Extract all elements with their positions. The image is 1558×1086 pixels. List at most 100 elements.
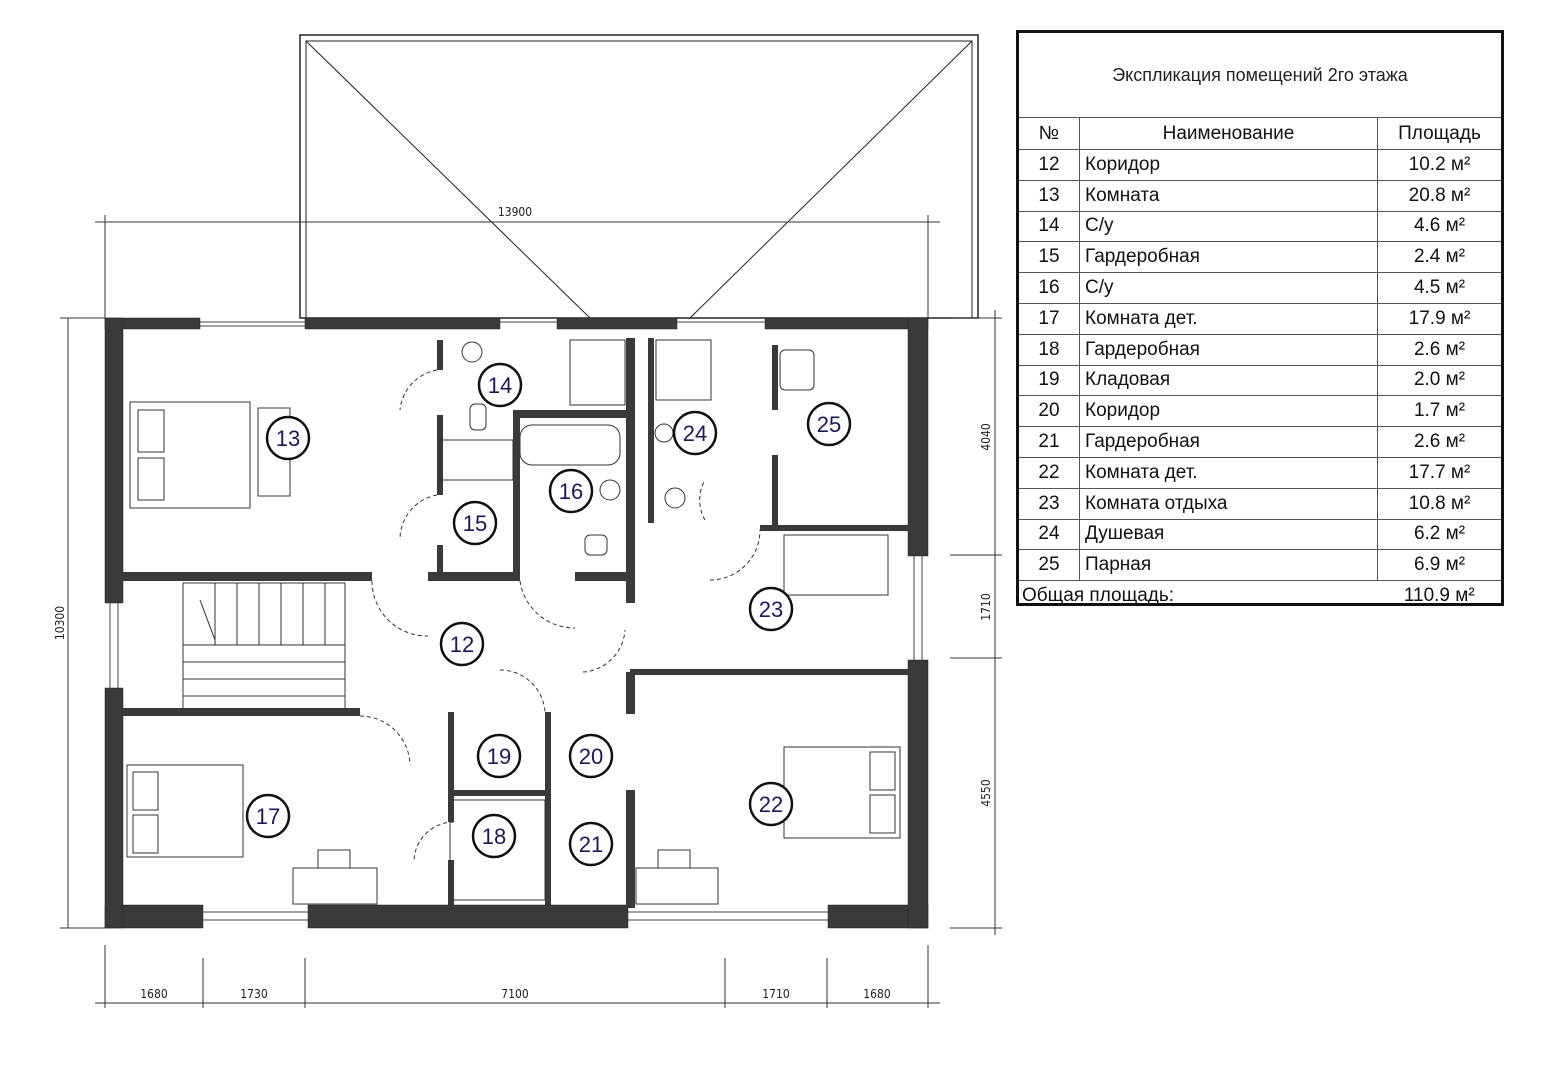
room-tag-number: 13 [276,426,300,451]
room-tag-number: 23 [759,597,783,622]
room-number: 15 [1019,241,1080,274]
room-tag-circle [548,468,594,514]
room-tag-number: 12 [450,632,474,657]
room-tag-14: 14 [477,362,523,408]
room-tag-circle [439,621,485,667]
table-header-row: № Наименование Площадь [1019,118,1501,150]
room-number: 22 [1019,457,1080,489]
header-no: № [1019,118,1080,150]
room-area: 4.5 м² [1377,272,1501,304]
room-area: 10.8 м² [1377,488,1501,520]
room-tag-25: 25 [806,401,852,447]
room-tag-13: 13 [265,415,311,461]
room-area: 2.6 м² [1377,334,1501,366]
interior-walls [120,338,910,908]
room-area: 10.2 м² [1377,149,1501,181]
room-explication-table: Экспликация помещений 2го этажа № Наимен… [1016,30,1504,606]
bed-icon [126,764,244,858]
room-tag-23: 23 [748,586,794,632]
room-number: 23 [1019,488,1080,520]
room-tag-18: 18 [471,813,517,859]
room-tag-circle [477,362,523,408]
room-tag-number: 18 [482,824,506,849]
dim-right-2: 1710 [979,593,993,621]
room-tag-number: 22 [759,792,783,817]
room-tag-number: 21 [579,832,603,857]
room-tag-circle [568,821,614,867]
room-area: 2.4 м² [1377,241,1501,274]
dim-right-3: 4550 [979,779,993,807]
room-tag-circle [452,500,498,546]
windows [109,321,923,921]
table-title: Экспликация помещений 2го этажа [1019,33,1501,118]
dim-bottom-4: 1710 [762,987,790,1001]
room-name: Парная [1079,549,1378,582]
room-number: 19 [1019,365,1080,397]
room-area: 6.2 м² [1377,519,1501,551]
room-number: 14 [1019,211,1080,243]
room-tag-15: 15 [452,500,498,546]
room-tag-circle [265,415,311,461]
room-area: 17.7 м² [1377,457,1501,489]
room-tag-12: 12 [439,621,485,667]
room-tag-21: 21 [568,821,614,867]
room-number: 16 [1019,272,1080,304]
room-area: 4.6 м² [1377,211,1501,243]
dim-right-1: 4040 [979,423,993,451]
exterior-walls [104,317,929,929]
room-tag-circle [245,793,291,839]
room-name: Комната дет. [1079,457,1378,489]
room-area: 17.9 м² [1377,303,1501,335]
room-tag-circle [672,410,718,456]
room-name: Комната [1079,180,1378,212]
room-tag-circle [471,813,517,859]
room-tag-number: 17 [256,804,280,829]
room-tag-22: 22 [748,781,794,827]
header-area: Площадь [1377,118,1501,150]
room-tag-number: 19 [487,744,511,769]
room-area: 2.6 м² [1377,426,1501,458]
total-label: Общая площадь: [1022,585,1175,607]
room-name: Кладовая [1079,365,1378,397]
room-name: С/у [1079,211,1378,243]
room-number: 13 [1019,180,1080,212]
door-swings [359,369,761,863]
room-name: С/у [1079,272,1378,304]
room-tag-number: 14 [488,373,512,398]
bed-icon [783,746,901,839]
room-tag-number: 20 [579,744,603,769]
room-tag-circle [476,733,522,779]
dim-bottom-1: 1680 [140,987,168,1001]
room-name: Комната отдыха [1079,488,1378,520]
room-name: Гардеробная [1079,426,1378,458]
room-tag-19: 19 [476,733,522,779]
room-tag-16: 16 [548,468,594,514]
bed-icon [129,401,251,509]
room-tag-number: 16 [559,479,583,504]
room-name: Душевая [1079,519,1378,551]
room-number: 18 [1019,334,1080,366]
room-tag-circle [748,586,794,632]
dim-bottom-3: 7100 [501,987,529,1001]
header-name: Наименование [1079,118,1378,150]
total-value: 110.9 м² [1403,585,1475,607]
dim-overall-depth: 10300 [53,606,67,640]
room-name: Коридор [1079,395,1378,428]
room-number: 12 [1019,149,1080,181]
room-number: 24 [1019,519,1080,551]
room-tag-24: 24 [672,410,718,456]
